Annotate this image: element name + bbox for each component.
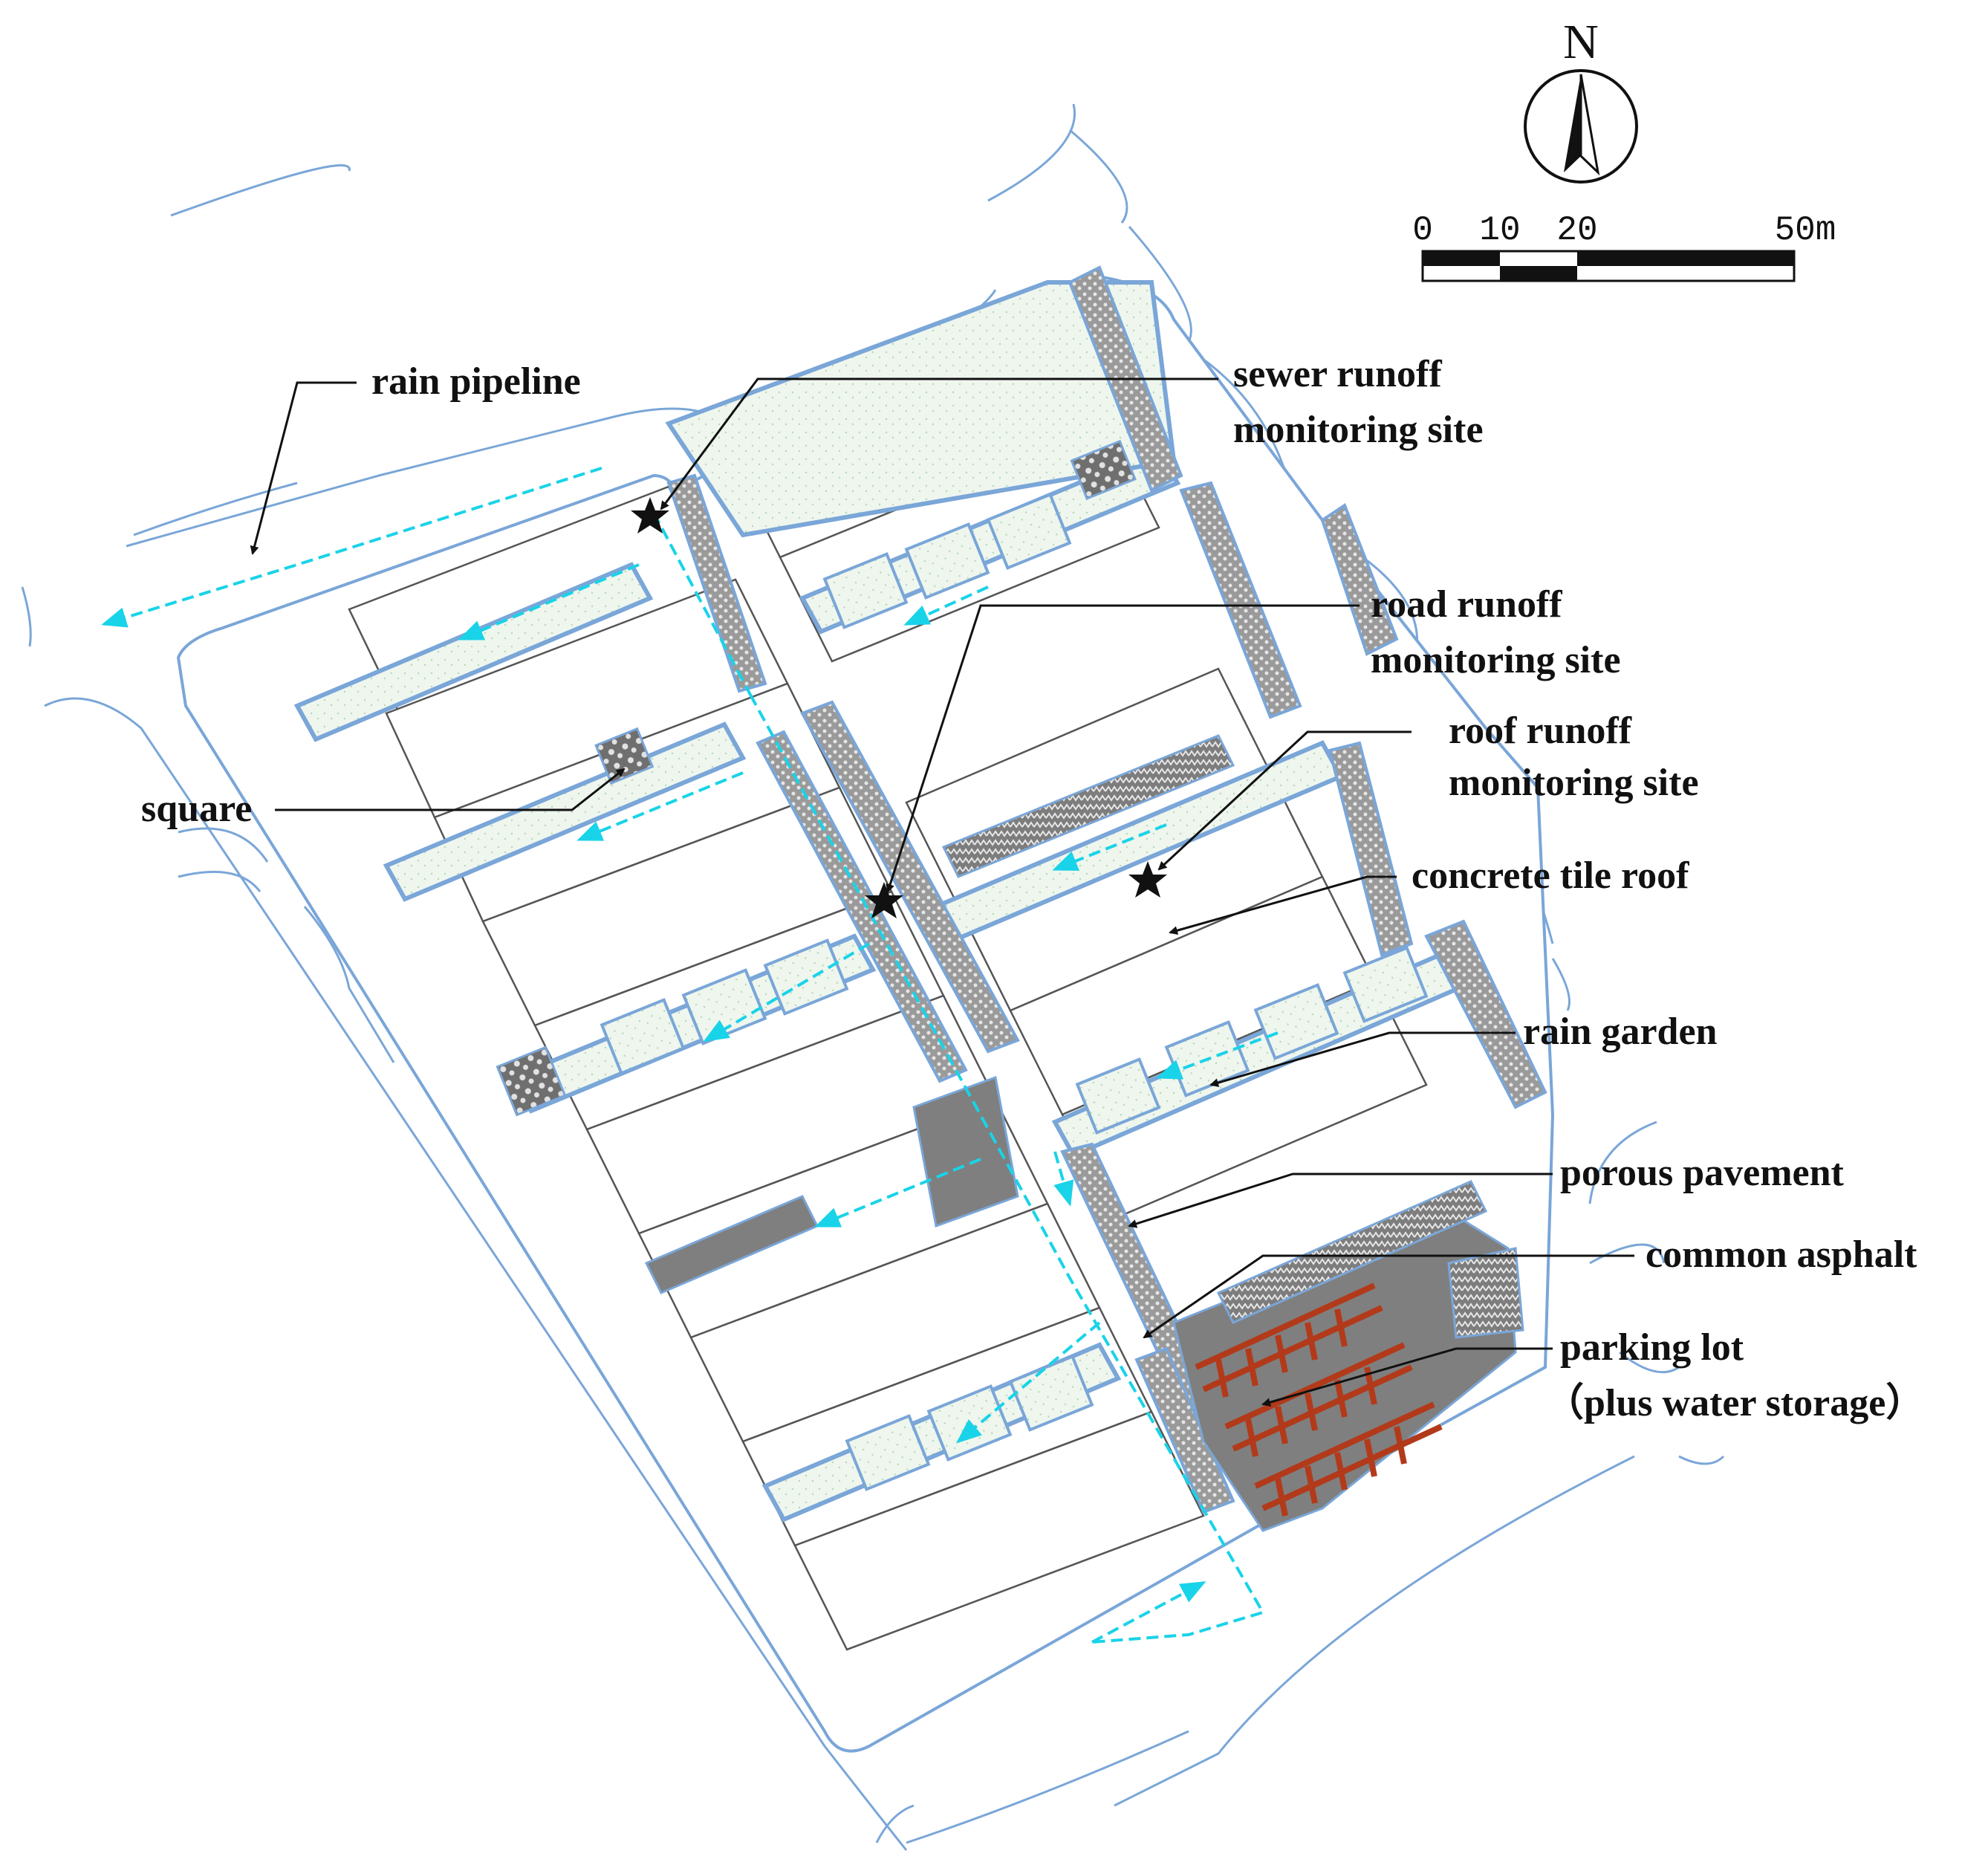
- scale-tick-20: 20: [1556, 211, 1597, 250]
- scale-tick-0: 0: [1412, 211, 1433, 250]
- label-road-runoff-site: monitoring site: [1371, 639, 1621, 681]
- label-common-asphalt: common asphalt: [1646, 1233, 1917, 1276]
- parking-stalls: [1195, 1282, 1443, 1517]
- label-roof-runoff-site: monitoring site: [1449, 762, 1699, 804]
- scale-bar: 0 10 20 50m: [1412, 211, 1836, 282]
- label-roof-runoff: roof runoff: [1449, 710, 1632, 752]
- leader-lines: [250, 377, 1634, 1407]
- north-label: N: [1563, 15, 1599, 69]
- star-icon: [1128, 861, 1167, 898]
- label-parking-lot-note: （plus water storage）: [1545, 1381, 1924, 1424]
- monitoring-site-markers: [631, 497, 1167, 918]
- scale-tick-10: 10: [1479, 211, 1520, 250]
- label-parking-lot: parking lot: [1560, 1326, 1744, 1369]
- zigzag-surfaces: [941, 734, 1524, 1339]
- label-rain-garden: rain garden: [1523, 1011, 1718, 1053]
- label-sewer-runoff: sewer runoff: [1233, 353, 1442, 395]
- star-icon: [865, 882, 903, 918]
- label-road-runoff: road runoff: [1371, 583, 1562, 626]
- star-icon: [631, 497, 669, 534]
- surrounding-roads: [21, 103, 1725, 1851]
- square-areas: [496, 439, 1137, 1117]
- label-concrete-tile-roof: concrete tile roof: [1412, 854, 1689, 897]
- scale-tick-50m: 50m: [1775, 211, 1836, 250]
- map-labels: rain pipeline sewer runoff monitoring si…: [141, 353, 1924, 1424]
- label-sewer-runoff-site: monitoring site: [1233, 409, 1484, 451]
- north-arrow-icon: N: [1524, 15, 1638, 184]
- label-square: square: [141, 788, 252, 830]
- label-porous-pavement: porous pavement: [1560, 1152, 1845, 1194]
- label-rain-pipeline: rain pipeline: [371, 360, 581, 403]
- flow-paths: [101, 467, 1279, 1644]
